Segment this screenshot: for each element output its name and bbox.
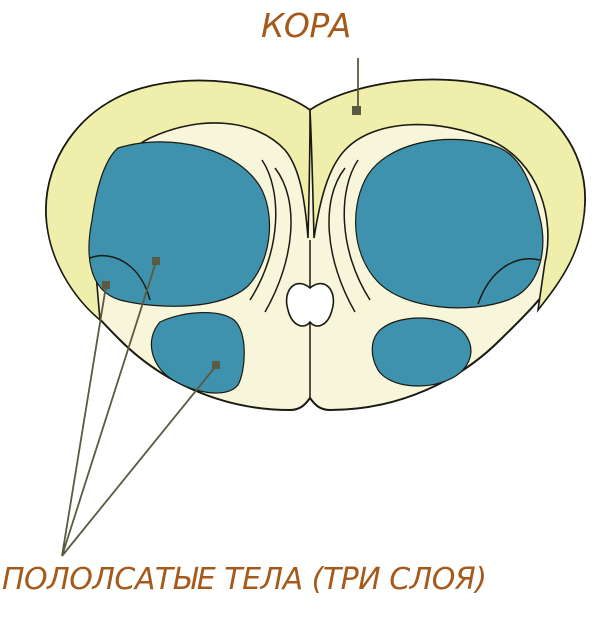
anterior-commissure: [287, 284, 334, 326]
striatum-left-small-stipple: [151, 313, 244, 393]
striatum-right-small-stipple: [372, 318, 471, 386]
striatum-marker-2: [152, 257, 160, 265]
striatum-marker-1: [102, 281, 110, 289]
striatum-right-main-stipple: [356, 139, 543, 307]
cortex-label: КОРА: [261, 6, 351, 45]
cortex-marker: [352, 106, 361, 115]
striatum-marker-3: [212, 361, 220, 369]
striatum-label: ПОЛОЛСАТЫЕ ТЕЛА (ТРИ СЛОЯ): [2, 562, 486, 597]
